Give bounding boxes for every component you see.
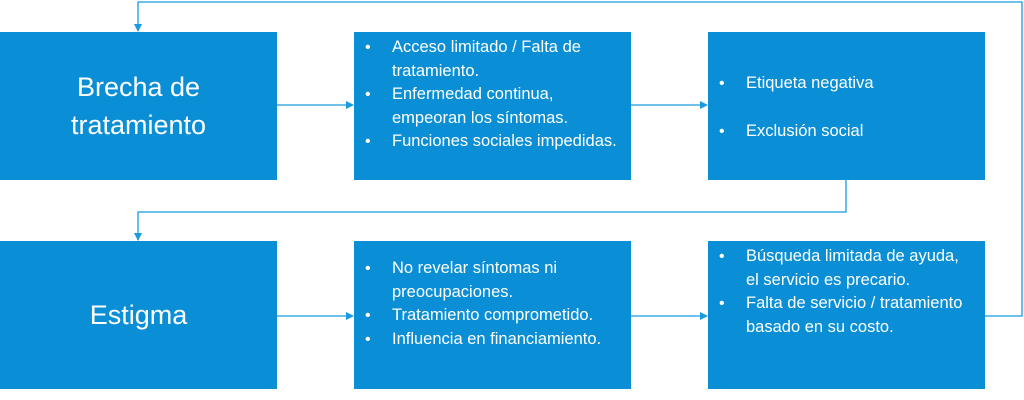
list-item: Enfermedad continua, empeoran los síntom…: [365, 83, 621, 130]
stigma-consequences-box: No revelar síntomas ni preocupaciones. T…: [354, 241, 631, 389]
list-item: Acceso limitado / Falta de tratamiento.: [365, 36, 621, 83]
stigma-box: Estigma: [0, 241, 277, 389]
list-item: Influencia en financiamiento.: [365, 328, 621, 352]
service-limitations-box: Búsqueda limitada de ayuda, el servicio …: [708, 241, 985, 389]
treatment-gap-box: Brecha de tratamiento: [0, 32, 277, 180]
list-item: Exclusión social: [719, 120, 975, 144]
list-item: Búsqueda limitada de ayuda, el servicio …: [719, 245, 975, 292]
list-item: Falta de servicio / tratamiento basado e…: [719, 292, 975, 339]
list-item: No revelar síntomas ni preocupaciones.: [365, 257, 621, 304]
stigma-title: Estigma: [89, 300, 188, 330]
social-effects-box: Etiqueta negativa Exclusión social: [708, 32, 985, 180]
treatment-gap-title: Brecha de tratamiento: [70, 72, 207, 140]
list-item: Tratamiento comprometido.: [365, 304, 621, 328]
list-item: Funciones sociales impedidas.: [365, 130, 621, 154]
treatment-gap-effects-box: Acceso limitado / Falta de tratamiento. …: [354, 32, 631, 180]
arrow-row1-to-estigma: [134, 180, 847, 241]
arrow-feedback-loop: [134, 1, 1023, 317]
list-item: Etiqueta negativa: [719, 72, 975, 96]
